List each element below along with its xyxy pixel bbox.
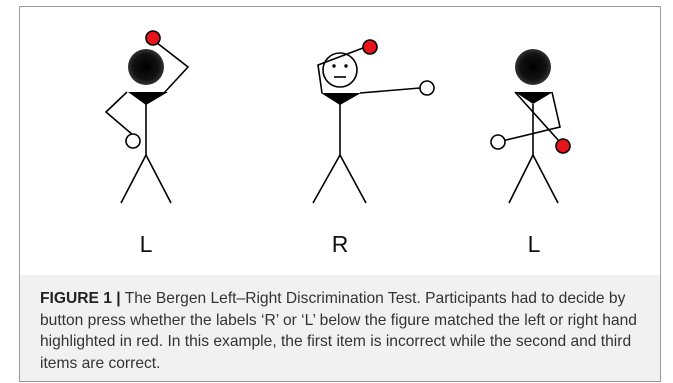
head-2: [322, 52, 358, 88]
arm-crossing-3: [501, 91, 561, 142]
figure-frame: L R L FIGURE 1 | The Bergen Left–Right D…: [19, 6, 661, 382]
arm-lowered-1: [104, 91, 134, 136]
caption-text: The Bergen Left–Right Discrimination Tes…: [40, 290, 637, 372]
leg-left-1: [120, 154, 147, 204]
leg-left-3: [508, 154, 534, 204]
hand-white-2: [419, 80, 435, 96]
leg-right-2: [339, 154, 367, 204]
item-label-1: L: [139, 231, 153, 257]
hand-red-3: [555, 138, 571, 154]
hand-white-1: [125, 133, 141, 149]
arm-raised-2: [317, 47, 364, 94]
caption-box: [20, 275, 660, 381]
leg-right-1: [145, 154, 172, 204]
hand-red-2: [362, 39, 378, 55]
torso-3: [515, 92, 553, 104]
torso-1: [128, 92, 168, 105]
stick-figure-1: [104, 30, 190, 204]
head-3: [515, 49, 551, 85]
figure-caption: FIGURE 1 | The Bergen Left–Right Discrim…: [40, 288, 652, 374]
hand-red-1: [145, 30, 161, 46]
stick-figure-3: [490, 49, 571, 204]
item-label-2: R: [331, 231, 349, 257]
caption-label: FIGURE 1 |: [40, 290, 121, 307]
head-1: [128, 49, 164, 85]
torso-2: [321, 93, 361, 105]
item-label-3: L: [527, 231, 541, 257]
leg-left-2: [312, 154, 341, 204]
stick-figure-2: [312, 39, 435, 204]
leg-right-3: [532, 154, 559, 204]
arm-raised-1: [151, 38, 190, 94]
stick-figure-illustration: [104, 30, 571, 204]
arm-crossed-3: [514, 91, 560, 142]
arm-extended-2: [359, 87, 421, 94]
hand-white-3: [490, 134, 506, 150]
